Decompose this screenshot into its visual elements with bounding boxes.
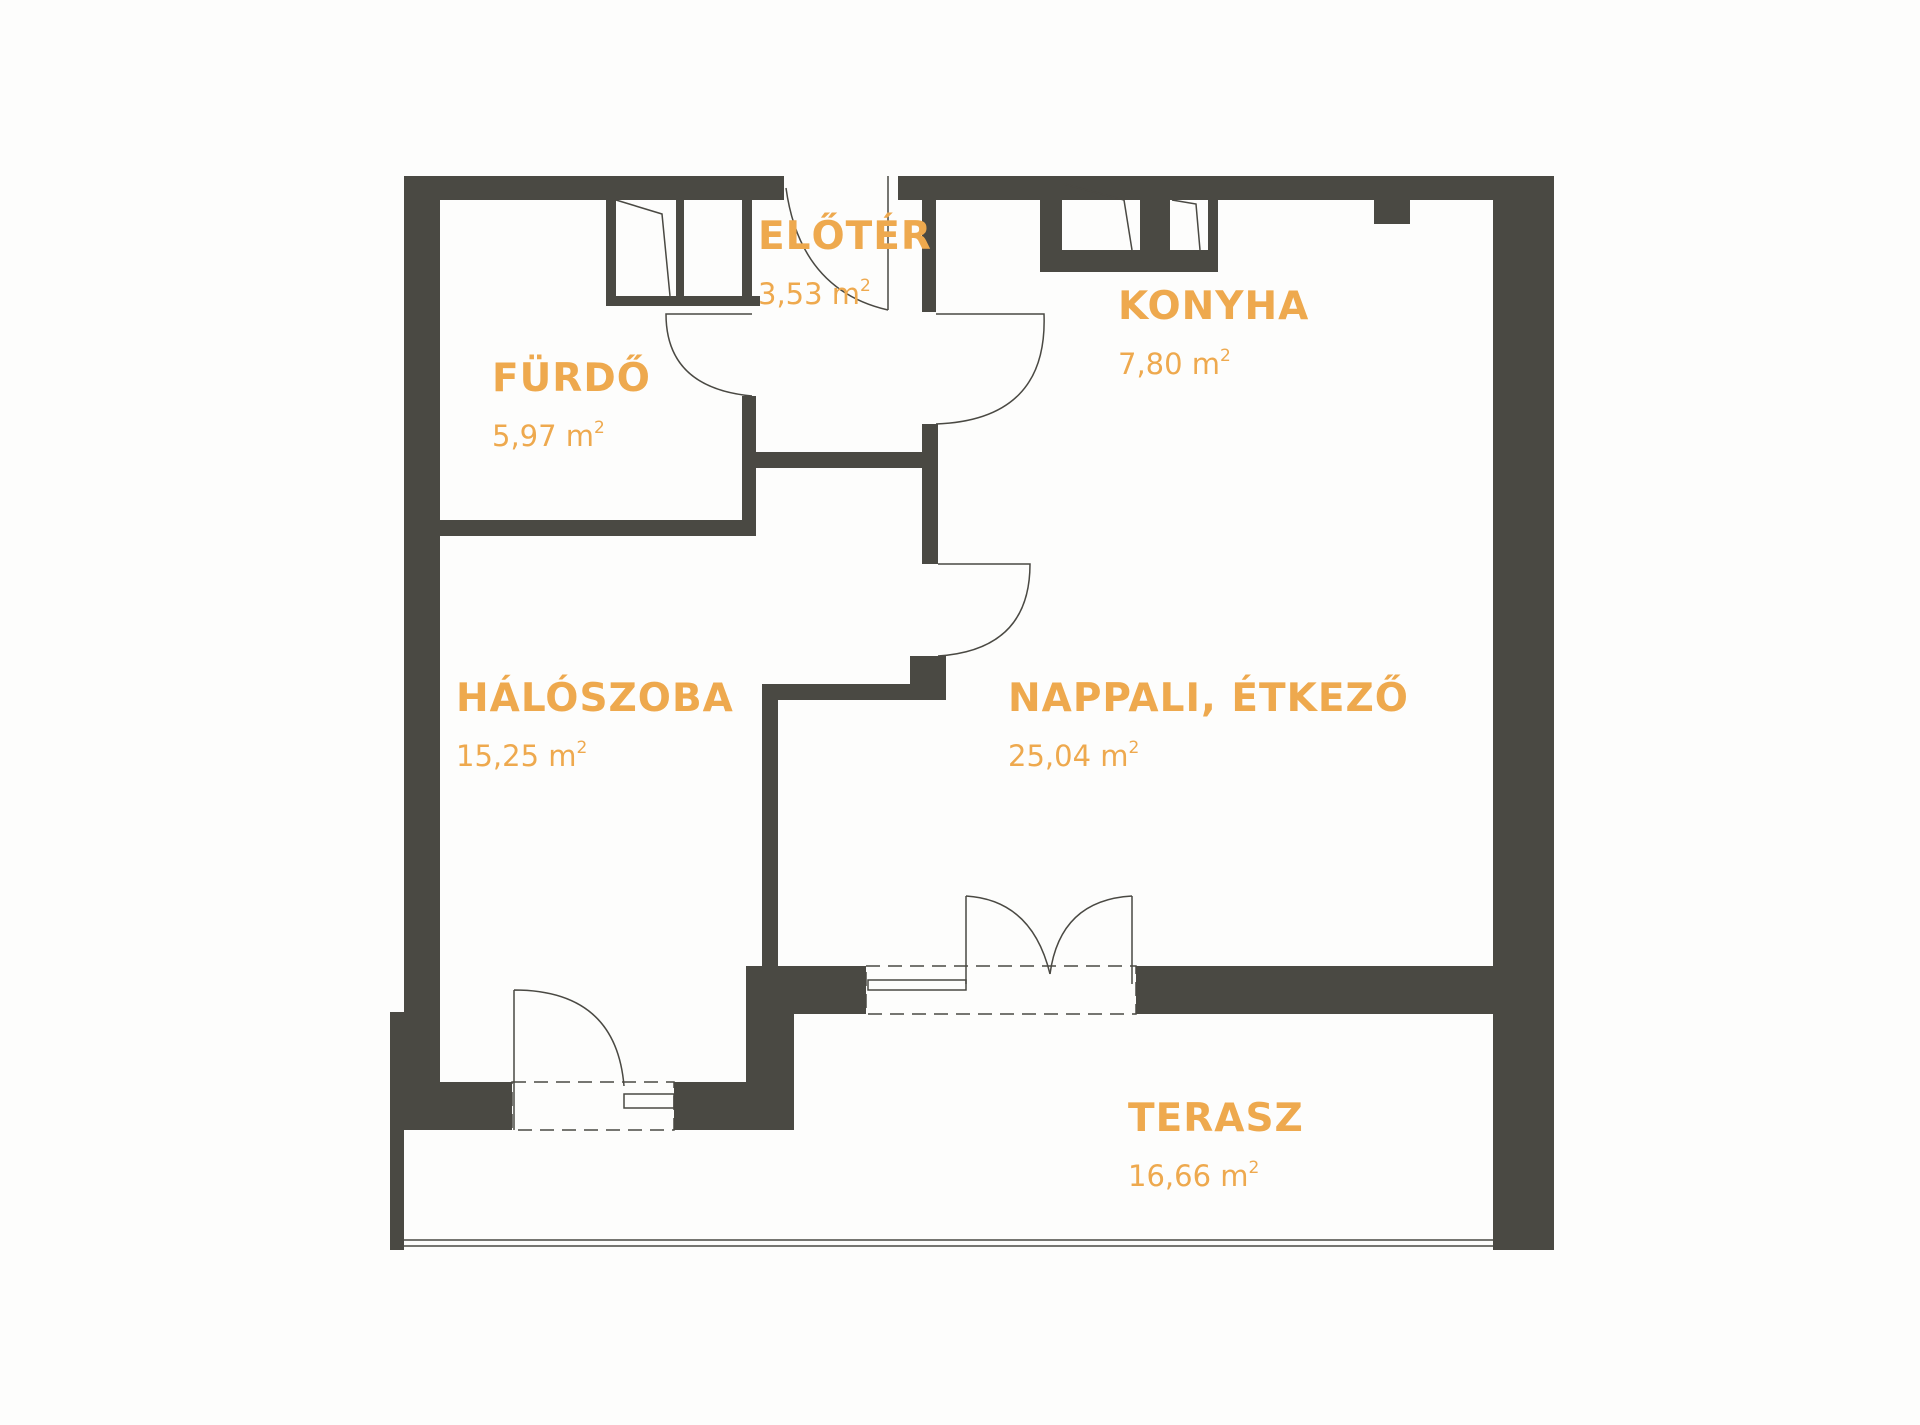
room-label-nappali: NAPPALI, ÉTKEZŐ 25,04 m2 xyxy=(1008,676,1409,774)
wall-bath-bottom xyxy=(440,520,756,536)
walls xyxy=(390,176,1554,1250)
wall-bed-bottom-right xyxy=(674,1082,794,1130)
wall-hall-bottom xyxy=(756,452,928,468)
room-label-konyha: KONYHA 7,80 m2 xyxy=(1118,284,1309,382)
wall-right xyxy=(1493,176,1554,1250)
wall-top-right xyxy=(898,176,1554,200)
wall-hall-right-middle xyxy=(922,424,938,564)
wall-bath-right-upper xyxy=(742,200,752,306)
room-label-eloter: ELŐTÉR 3,53 m2 xyxy=(758,214,932,312)
wall-kitchen-niche-bottom xyxy=(1040,250,1218,272)
room-area: 15,25 m2 xyxy=(456,738,588,773)
door-terrace-right xyxy=(1049,895,1133,984)
wall-terrace-left-post xyxy=(390,1012,404,1250)
wall-left xyxy=(404,176,440,1130)
wall-bath-niche-left xyxy=(606,200,616,306)
room-area: 3,53 m2 xyxy=(758,276,871,311)
wall-bed-bottom-left xyxy=(390,1082,512,1130)
fixtures xyxy=(404,176,1493,1247)
wall-kitchen-niche-divider xyxy=(1140,200,1170,272)
cabinet-bath xyxy=(615,199,671,297)
wall-kitchen-niche-right xyxy=(1208,200,1218,272)
room-name: NAPPALI, ÉTKEZŐ xyxy=(1008,676,1409,721)
wall-bath-right-lower xyxy=(742,396,756,536)
room-label-terasz: TERASZ 16,66 m2 xyxy=(1128,1096,1304,1194)
door-terrace-left xyxy=(965,895,1051,984)
room-label-haloszoba: HÁLÓSZOBA 15,25 m2 xyxy=(456,676,734,774)
wall-living-bottom-right xyxy=(1136,966,1493,1014)
wall-divider-vertical xyxy=(762,684,778,966)
room-name: TERASZ xyxy=(1128,1096,1304,1141)
room-area: 16,66 m2 xyxy=(1128,1158,1260,1193)
door-bedroom xyxy=(513,989,625,1130)
door-entrance xyxy=(785,187,889,311)
room-label-furdo: FÜRDŐ 5,97 m2 xyxy=(492,356,651,454)
room-area: 5,97 m2 xyxy=(492,418,605,453)
door-bathroom xyxy=(665,313,753,397)
threshold-bedroom xyxy=(511,1081,675,1131)
door-kitchen xyxy=(935,313,1045,425)
wall-top-left xyxy=(404,176,784,200)
wall-hall-right-upper xyxy=(922,200,936,312)
cabinet-kitchen-2 xyxy=(1171,199,1201,251)
room-name: KONYHA xyxy=(1118,284,1310,329)
wall-kitchen-pillar xyxy=(1374,200,1410,224)
cabinet-kitchen-1 xyxy=(1063,183,1133,251)
wall-divider-horizontal xyxy=(762,684,946,700)
threshold-terrace-frame xyxy=(867,979,967,991)
room-name: ELŐTÉR xyxy=(758,214,932,259)
room-name: HÁLÓSZOBA xyxy=(456,676,734,721)
door-living xyxy=(937,563,1031,657)
threshold-terrace xyxy=(865,965,1137,1015)
room-area: 25,04 m2 xyxy=(1008,738,1140,773)
wall-bath-niche-divider xyxy=(676,200,684,306)
room-area: 7,80 m2 xyxy=(1118,346,1231,381)
threshold-bedroom-frame xyxy=(623,1093,675,1109)
room-name: FÜRDŐ xyxy=(492,356,651,401)
